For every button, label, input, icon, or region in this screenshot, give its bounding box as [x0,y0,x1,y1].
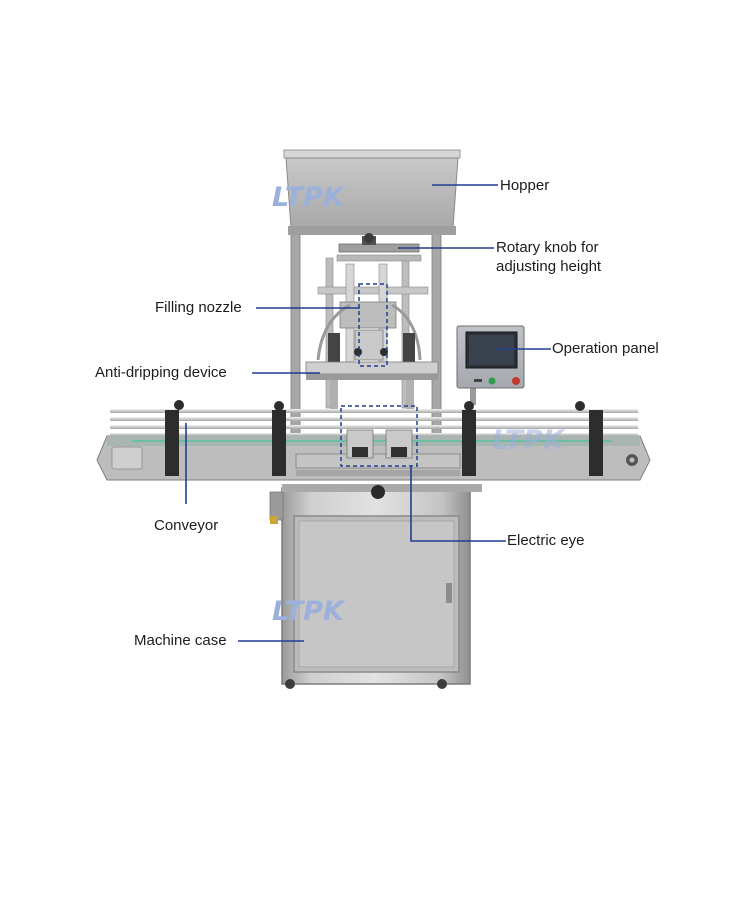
label-conveyor: Conveyor [154,517,219,534]
leader-lines [185,184,551,642]
hopper [283,149,461,235]
rotary-knob-assembly [336,233,422,262]
leader-electric-eye [410,466,506,542]
machine-case [269,484,482,689]
label-electric-eye: Electric eye [507,532,585,549]
label-anti-dripping-device: Anti-dripping device [95,364,227,381]
watermark-bottom: LTPK [272,596,346,627]
anti-dripping-plate [305,361,439,410]
operation-panel [456,325,525,405]
label-machine-case: Machine case [134,632,227,649]
label-filling-nozzle: Filling nozzle [155,299,242,316]
filling-assembly [316,263,429,363]
label-operation-panel: Operation panel [552,340,659,357]
watermark-group: LTPK LTPK LTPK [272,182,566,627]
highlight-boxes [340,283,418,467]
label-rotary-knob-line2: adjusting height [496,258,602,275]
label-hopper: Hopper [500,177,550,194]
watermark-top: LTPK [272,182,346,213]
watermark-right: LTPK [492,425,566,456]
label-rotary-knob-line1: Rotary knob for [496,239,599,256]
electric-eye [295,429,461,499]
